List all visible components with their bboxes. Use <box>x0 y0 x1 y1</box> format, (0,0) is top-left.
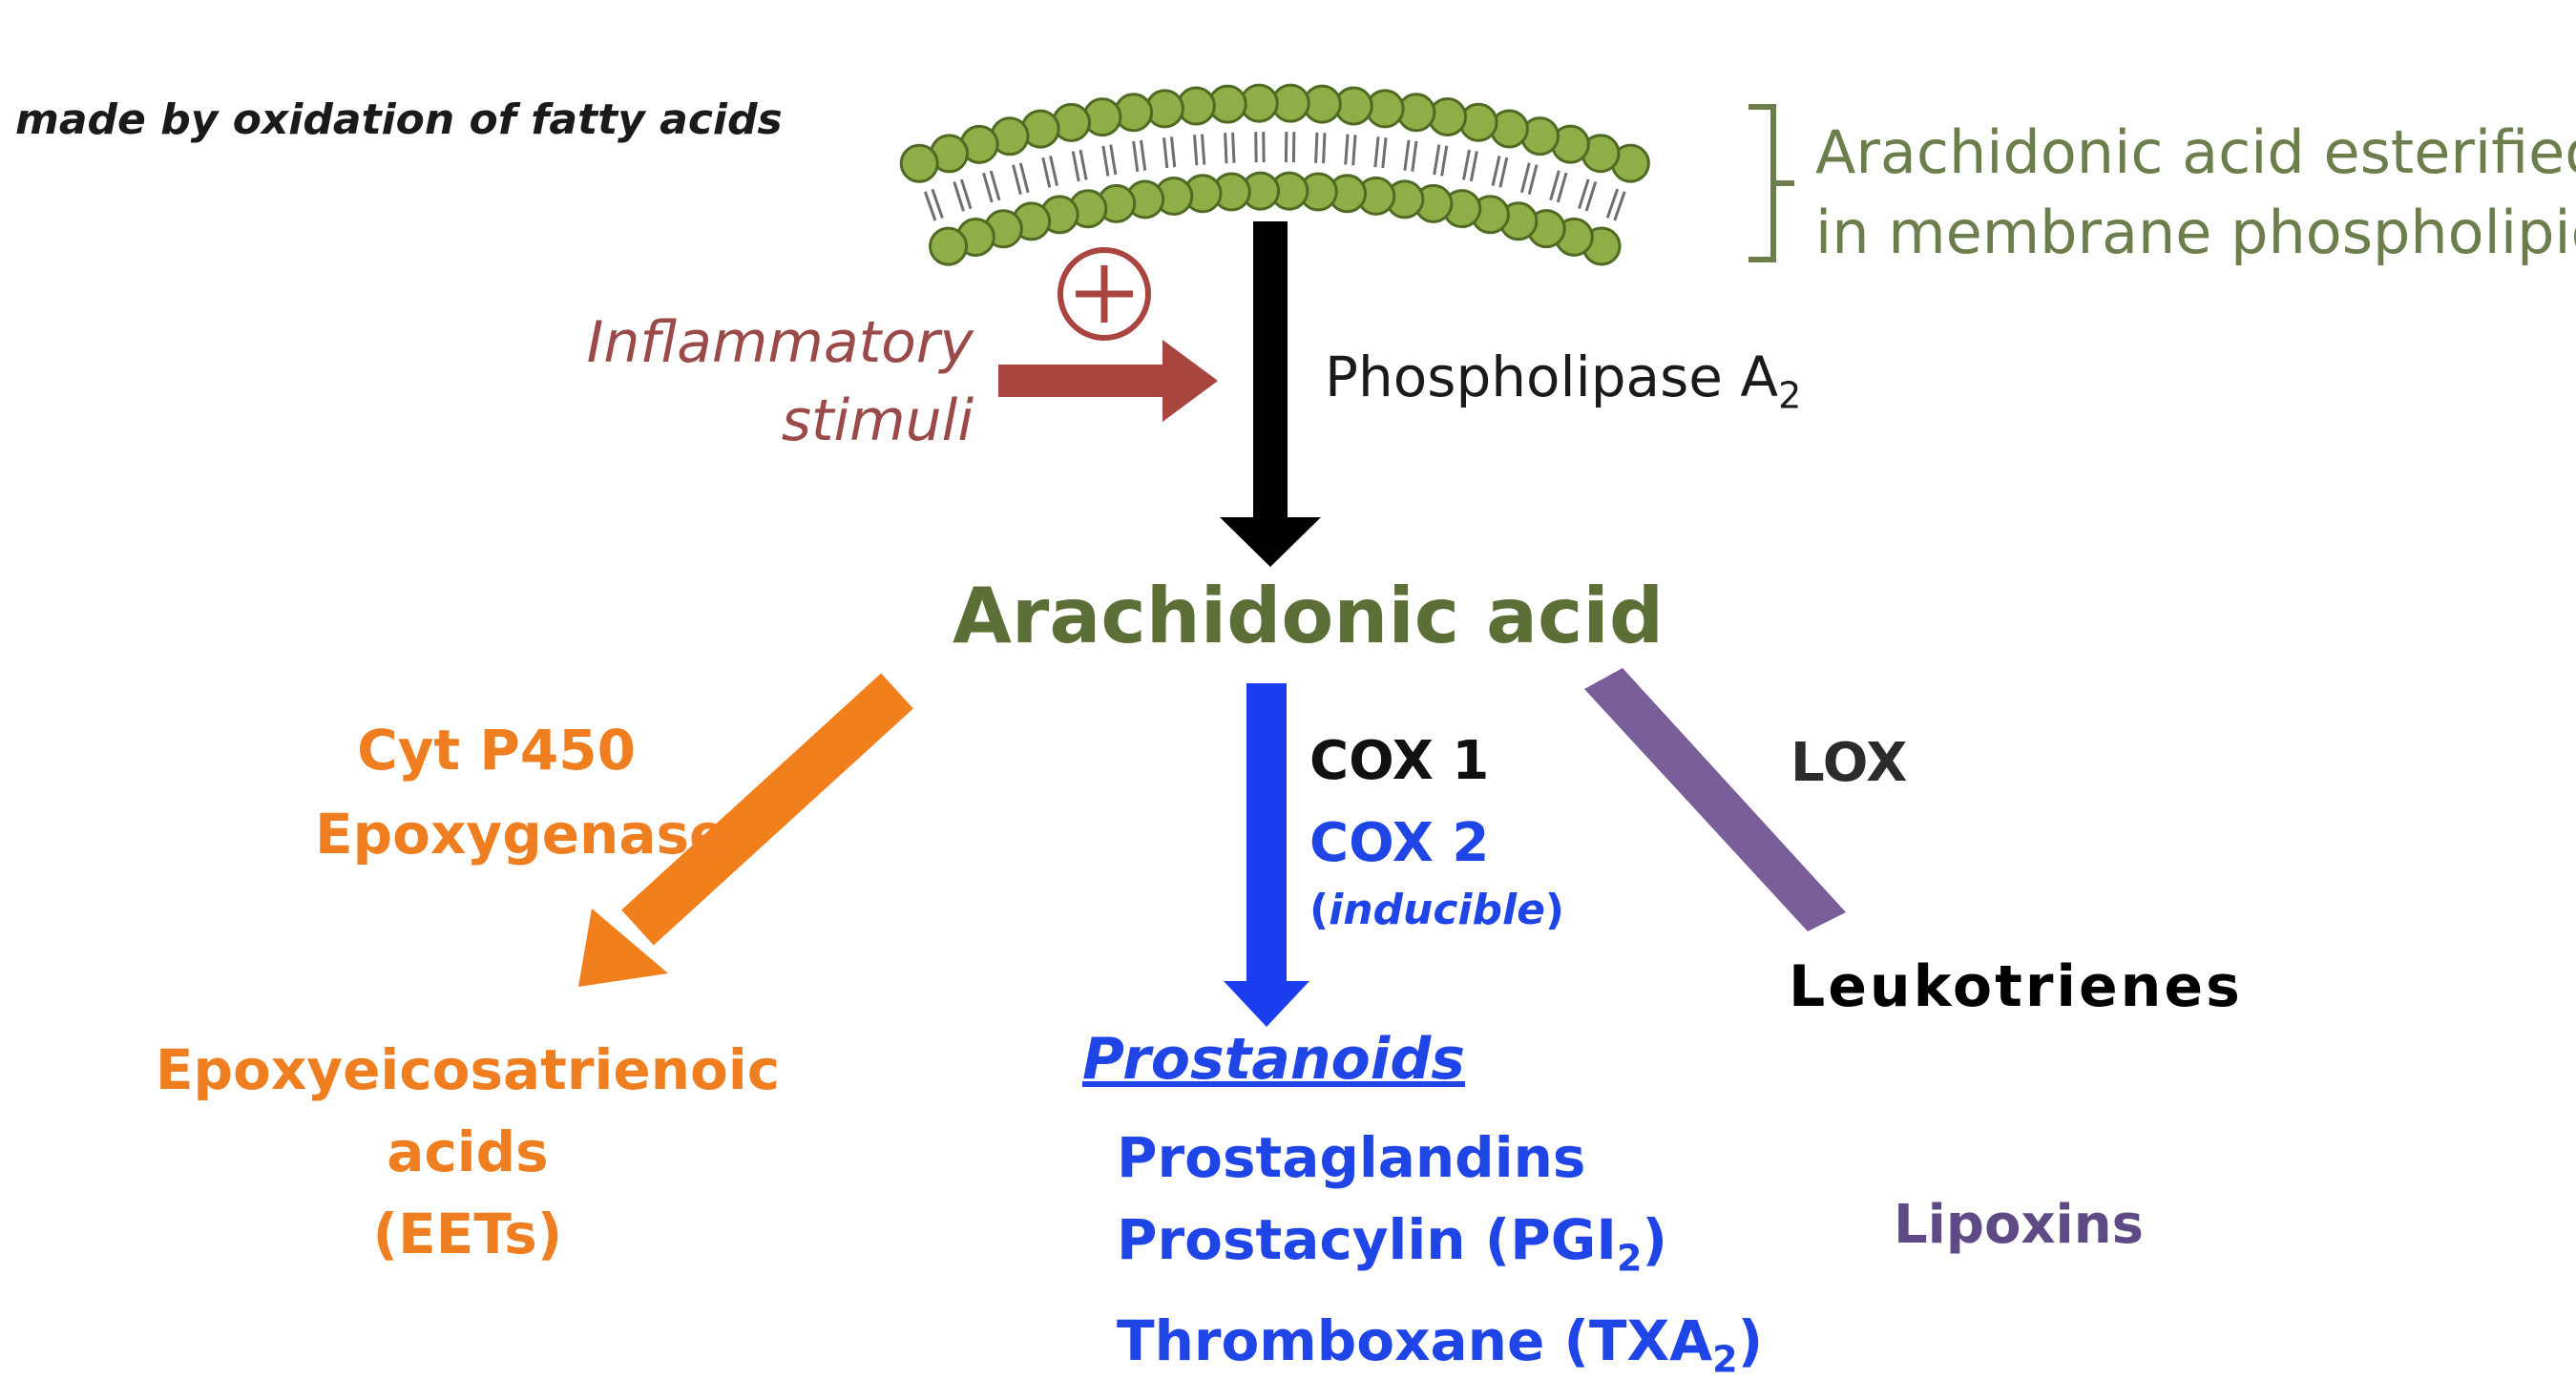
lipid-head <box>901 145 937 181</box>
lipid-tail <box>1134 141 1138 172</box>
lipid-tail <box>1493 156 1499 185</box>
eets-line2: (EETs) <box>95 1193 840 1275</box>
lipid-tail <box>1353 135 1355 165</box>
lipid-tail <box>1375 136 1378 167</box>
lipid-tail <box>1463 150 1469 179</box>
lipid-tail <box>1529 165 1537 195</box>
lipid-tail <box>1233 133 1234 163</box>
lipid-tail <box>1051 156 1058 185</box>
membrane-bracket <box>1749 107 1794 260</box>
lipid-tail <box>1521 163 1529 193</box>
stimuli-line1: Inflammatory <box>496 303 974 382</box>
lipoxins-label: Lipoxins <box>1894 1199 2144 1252</box>
lipid-tail <box>1316 133 1317 163</box>
phospholipase-text: Phospholipase A <box>1325 345 1778 409</box>
prostanoid-item: Prostacylin (PGI2) <box>1117 1199 1763 1300</box>
cyt-p450-line1: Cyt P450 <box>315 708 678 792</box>
inducible-close: ) <box>1545 886 1564 934</box>
lipid-tail <box>1500 157 1507 187</box>
membrane-label-line2: in membrane phospholipid <box>1815 193 2576 273</box>
lipid-tail <box>1413 141 1416 172</box>
stimuli-line2: stimuli <box>496 382 974 460</box>
cyt-p450-line2: Epoxygenase <box>315 792 678 876</box>
inducible-open: ( <box>1309 886 1329 934</box>
lipid-tail <box>1471 151 1476 180</box>
prostanoid-list: Prostaglandins Prostacylin (PGI2) Thromb… <box>1117 1117 1763 1400</box>
membrane-label: Arachidonic acid esterified in membrane … <box>1815 113 2576 273</box>
phospholipase-arrow <box>1220 221 1321 567</box>
lipid-tail <box>1383 137 1386 168</box>
cox2-label: COX 2 <box>1309 817 1489 870</box>
lipid-tail <box>1558 173 1566 202</box>
lipid-tail <box>1164 137 1167 168</box>
lipid-tail <box>1551 171 1560 200</box>
prostanoid-item: Prostaglandins <box>1117 1117 1763 1199</box>
note-text: made by oxidation of fatty acids <box>15 99 783 141</box>
cox-arrow <box>1224 683 1309 1027</box>
cox1-label: COX 1 <box>1309 735 1489 788</box>
lipid-tail <box>1103 146 1108 177</box>
prostanoids-label: Prostanoids <box>1082 1031 1465 1088</box>
lipid-tail <box>1225 133 1226 163</box>
lipid-tail <box>954 182 964 212</box>
inducible-text: inducible <box>1329 886 1545 934</box>
lipid-tail <box>1324 133 1325 163</box>
inflammatory-stimuli-label: Inflammatory stimuli <box>496 303 974 460</box>
plus-icon <box>1060 250 1148 338</box>
lipid-tail <box>984 173 993 202</box>
lipid-tail <box>1073 152 1079 181</box>
lipid-tail <box>1111 145 1116 176</box>
lipid-tail <box>1405 140 1409 171</box>
lipid-tail <box>1202 135 1204 165</box>
eets-label: Epoxyeicosatrienoic acids (EETs) <box>95 1029 840 1275</box>
lipid-tail <box>1580 179 1589 209</box>
cyt-p450-label: Cyt P450 Epoxygenase <box>315 708 678 876</box>
phospholipase-subscript: 2 <box>1778 375 1801 417</box>
lipid-tail <box>1080 150 1086 179</box>
lox-label: LOX <box>1791 737 1907 790</box>
inducible-note: (inducible) <box>1309 889 1564 931</box>
lipid-tail <box>1435 144 1439 175</box>
arachidonic-acid-label: Arachidonic acid <box>953 578 1664 655</box>
lox-bar <box>1584 668 1846 931</box>
leukotrienes-label: Leukotrienes <box>1789 958 2243 1015</box>
lipid-head <box>931 228 967 264</box>
lipid-tail <box>1171 136 1174 167</box>
stimuli-arrow <box>998 340 1218 422</box>
lipid-tail <box>961 179 971 209</box>
lipid-tail <box>1195 135 1197 165</box>
lipid-tail <box>991 171 999 200</box>
lipid-tail <box>1014 165 1021 195</box>
lipid-tail <box>1020 163 1028 193</box>
lipid-tail <box>1141 140 1145 171</box>
phospholipase-label: Phospholipase A2 <box>1325 349 1801 414</box>
prostanoid-item: Thromboxane (TXA2) <box>1117 1300 1763 1400</box>
lipid-tail <box>1586 181 1596 211</box>
membrane-label-line1: Arachidonic acid esterified <box>1815 113 2576 193</box>
lipid-tail <box>1346 135 1348 165</box>
eets-line1: Epoxyeicosatrienoic acids <box>95 1029 840 1193</box>
lipid-tail <box>1043 157 1050 187</box>
lipid-tail <box>1442 146 1447 177</box>
